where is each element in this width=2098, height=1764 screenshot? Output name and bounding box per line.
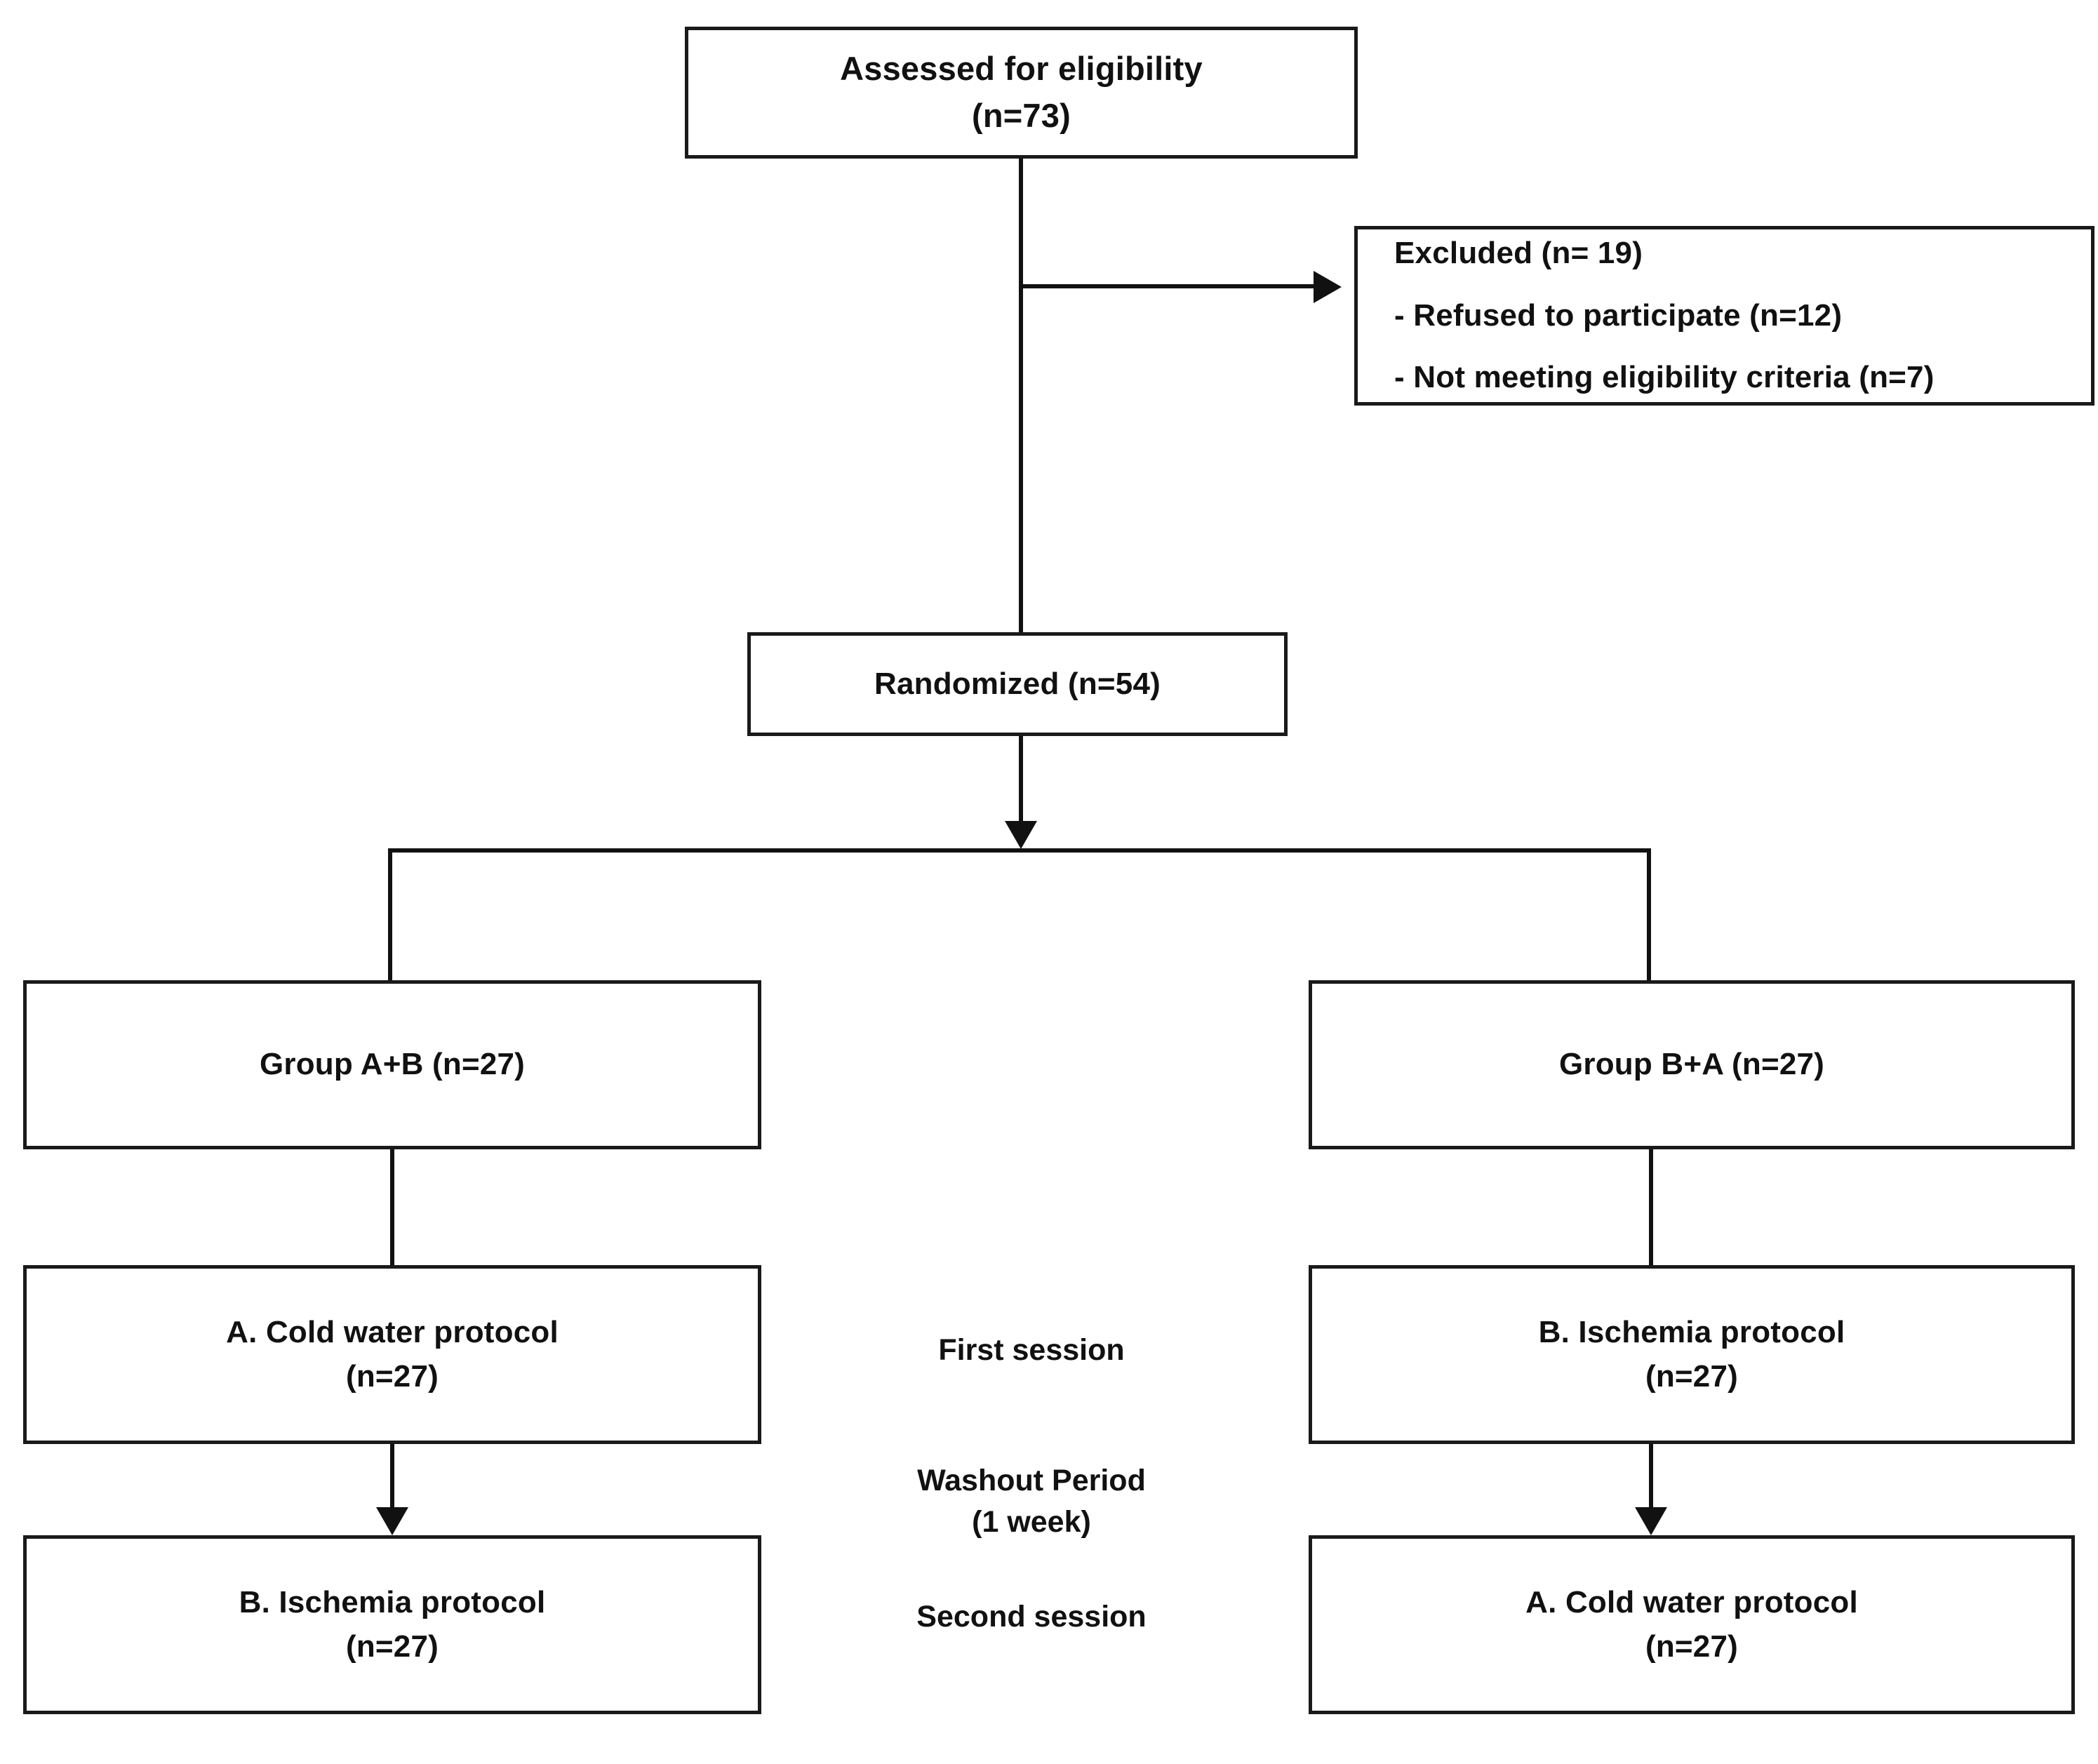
right-second-protocol-name: A. Cold water protocol	[1525, 1585, 1858, 1620]
second-session-text: Second session	[916, 1600, 1147, 1634]
connector-split-left-drop	[388, 848, 392, 982]
box-right-second-session-protocol: A. Cold water protocol (n=27)	[1309, 1535, 2075, 1714]
left-second-protocol-name: B. Ischemia protocol	[239, 1585, 546, 1620]
arrowhead-left-second-session	[376, 1507, 408, 1535]
box-left-second-session-protocol: B. Ischemia protocol (n=27)	[23, 1535, 761, 1714]
label-first-session: First session	[870, 1323, 1193, 1379]
connector-to-excluded	[1019, 284, 1314, 288]
excluded-title: Excluded (n= 19)	[1394, 236, 1643, 271]
group-a-b-label: Group A+B (n=27)	[259, 1047, 526, 1082]
randomized-label: Randomized (n=54)	[874, 666, 1161, 701]
group-b-a-label: Group B+A (n=27)	[1558, 1047, 1825, 1082]
connector-group-left-to-first	[390, 1149, 394, 1265]
box-right-first-session-protocol: B. Ischemia protocol (n=27)	[1309, 1265, 2075, 1444]
arrowhead-to-excluded	[1314, 271, 1342, 303]
right-second-protocol-count: (n=27)	[1645, 1629, 1739, 1664]
arrowhead-randomized-split	[1005, 821, 1037, 849]
box-group-a-plus-b: Group A+B (n=27)	[23, 980, 761, 1149]
left-first-protocol-name: A. Cold water protocol	[226, 1315, 559, 1350]
box-left-first-session-protocol: A. Cold water protocol (n=27)	[23, 1265, 761, 1444]
washout-period-title: Washout Period	[917, 1463, 1146, 1497]
box-randomized: Randomized (n=54)	[747, 632, 1288, 736]
assessed-title: Assessed for eligibility	[840, 50, 1203, 88]
arrowhead-right-second-session	[1635, 1507, 1667, 1535]
connector-split-right-drop	[1647, 848, 1651, 982]
assessed-count: (n=73)	[972, 97, 1071, 134]
box-group-b-plus-a: Group B+A (n=27)	[1309, 980, 2075, 1149]
excluded-reason-refused: - Refused to participate (n=12)	[1394, 298, 1843, 333]
label-second-session: Second session	[870, 1589, 1193, 1645]
right-first-protocol-count: (n=27)	[1645, 1358, 1739, 1394]
connector-group-right-to-first	[1649, 1149, 1653, 1265]
left-second-protocol-count: (n=27)	[345, 1629, 439, 1664]
first-session-text: First session	[938, 1333, 1125, 1368]
right-first-protocol-name: B. Ischemia protocol	[1538, 1315, 1845, 1350]
excluded-reason-criteria: - Not meeting eligibility criteria (n=7)	[1394, 360, 1935, 395]
box-excluded: Excluded (n= 19) - Refused to participat…	[1354, 226, 2094, 406]
connector-left-first-to-second	[390, 1444, 394, 1532]
left-first-protocol-count: (n=27)	[345, 1358, 439, 1394]
box-assessed-for-eligibility: Assessed for eligibility (n=73)	[685, 27, 1358, 159]
connector-randomized-stem	[1019, 736, 1023, 846]
connector-split-bar	[388, 848, 1651, 853]
label-washout-period: Washout Period (1 week)	[870, 1452, 1193, 1551]
washout-period-duration: (1 week)	[972, 1505, 1091, 1539]
connector-right-first-to-second	[1649, 1444, 1653, 1532]
connector-assessed-to-randomized	[1019, 159, 1023, 632]
